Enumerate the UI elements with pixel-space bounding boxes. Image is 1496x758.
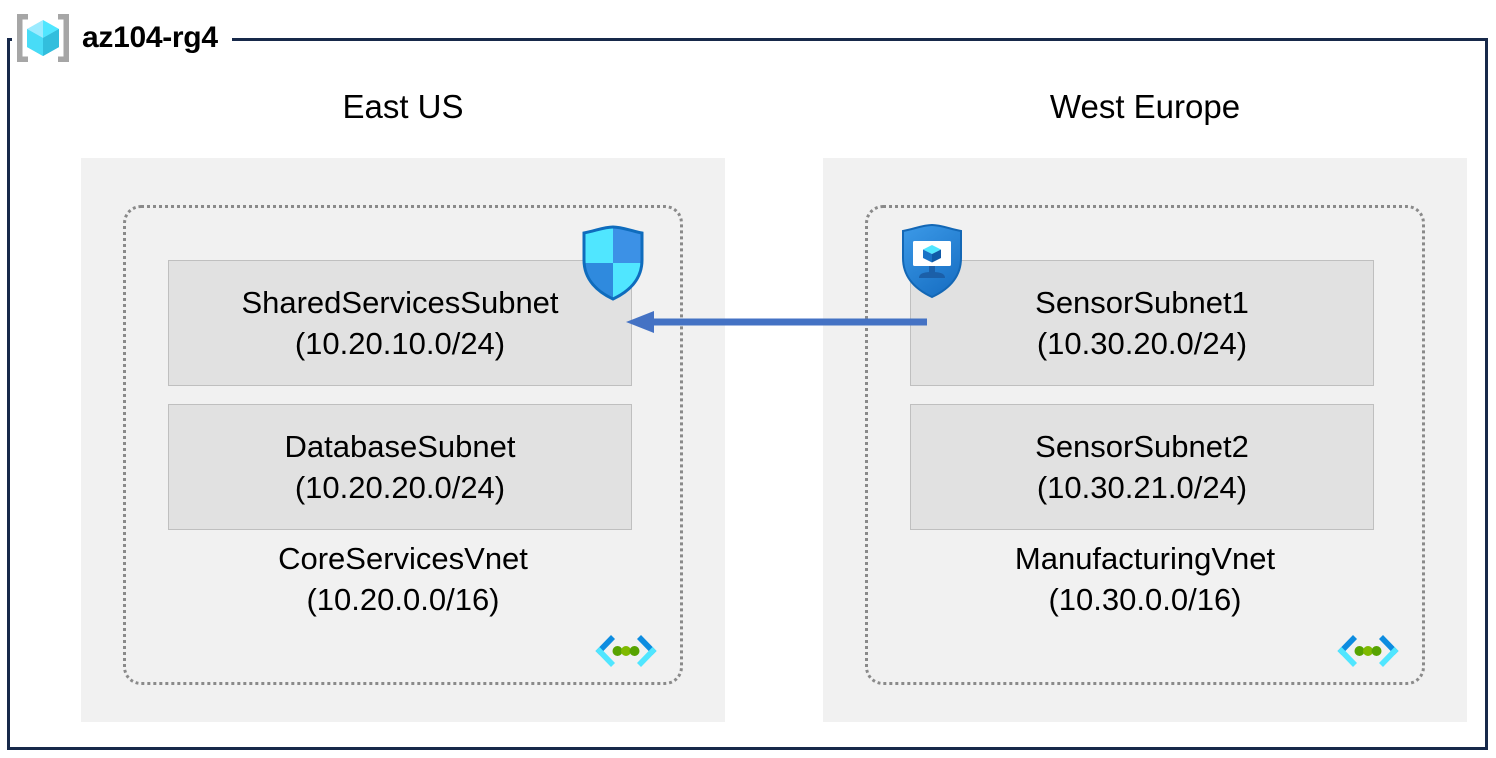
subnet-sensorsubnet1[interactable]: SensorSubnet1 (10.30.20.0/24) xyxy=(910,260,1374,386)
resource-group-name: az104-rg4 xyxy=(82,21,218,54)
subnet-name: SensorSubnet1 xyxy=(1035,285,1249,320)
region-label-west-europe: West Europe xyxy=(1049,88,1241,125)
application-security-group-icon xyxy=(897,222,967,300)
subnet-cidr: (10.20.10.0/24) xyxy=(294,326,506,361)
vnet-cidr: (10.20.0.0/16) xyxy=(306,582,500,617)
subnet-databasesubnet[interactable]: DatabaseSubnet (10.20.20.0/24) xyxy=(168,404,632,530)
vnet-peering-arrow xyxy=(624,308,927,336)
subnet-cidr: (10.30.21.0/24) xyxy=(1036,470,1248,505)
vnet-name: CoreServicesVnet xyxy=(278,541,528,576)
subnet-cidr: (10.30.20.0/24) xyxy=(1036,326,1248,361)
vnet-name: ManufacturingVnet xyxy=(1014,541,1276,576)
subnet-name: SharedServicesSubnet xyxy=(241,285,559,320)
vnet-caption-east: CoreServicesVnet (10.20.0.0/16) xyxy=(126,538,680,620)
vnet-manufacturingvnet[interactable]: SensorSubnet1 (10.30.20.0/24) SensorSubn… xyxy=(865,205,1425,685)
virtual-network-icon xyxy=(1332,630,1404,676)
vnet-coreservicesvnet[interactable]: SharedServicesSubnet (10.20.10.0/24) Dat… xyxy=(123,205,683,685)
resource-group-header: az104-rg4 xyxy=(12,8,232,68)
subnet-name: DatabaseSubnet xyxy=(284,429,516,464)
virtual-network-icon xyxy=(590,630,662,676)
resource-group-cube-icon xyxy=(12,10,74,66)
subnet-name: SensorSubnet2 xyxy=(1035,429,1249,464)
subnet-cidr: (10.20.20.0/24) xyxy=(294,470,506,505)
vnet-cidr: (10.30.0.0/16) xyxy=(1048,582,1242,617)
vnet-caption-west: ManufacturingVnet (10.30.0.0/16) xyxy=(868,538,1422,620)
subnet-sharedservicessubnet[interactable]: SharedServicesSubnet (10.20.10.0/24) xyxy=(168,260,632,386)
region-label-east-us: East US xyxy=(342,88,464,125)
subnet-sensorsubnet2[interactable]: SensorSubnet2 (10.30.21.0/24) xyxy=(910,404,1374,530)
resource-group-frame xyxy=(7,38,1488,750)
network-security-group-shield-icon xyxy=(578,224,648,302)
